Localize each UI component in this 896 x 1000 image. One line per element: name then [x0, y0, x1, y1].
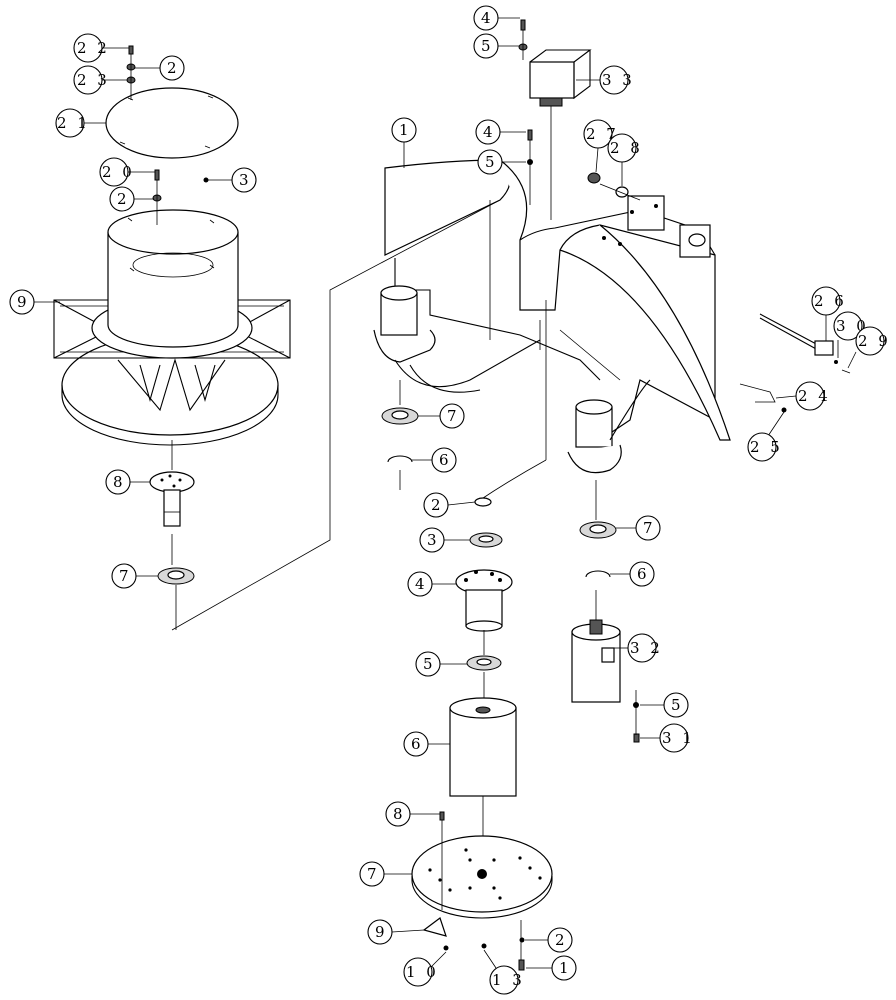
left-bearing-part [157, 567, 195, 630]
callout-label: 2 [555, 931, 568, 949]
callout-label: 5 [481, 37, 494, 55]
callout-32: 3 2 [614, 633, 663, 663]
callout-4-top: 4 [473, 5, 520, 31]
callout-label: 2 6 [814, 292, 847, 310]
callout-label: 4 [481, 9, 494, 27]
callout-4-center: 4 [407, 571, 456, 597]
cover-lid-part [105, 45, 239, 159]
callout-2-center: 2 [423, 492, 476, 518]
callout-8-disc: 8 [385, 801, 440, 827]
callout-label: 2 [167, 59, 180, 77]
callout-7-right: 7 [616, 515, 661, 541]
callout-5-mid: 5 [477, 149, 526, 175]
callout-28: 2 8 [607, 133, 643, 186]
callout-label: 2 3 [77, 71, 110, 89]
callout-label: 1 3 [492, 971, 525, 989]
callout-label: 2 5 [750, 438, 783, 456]
callout-25: 2 5 [747, 411, 785, 462]
callout-label: 5 [671, 696, 684, 714]
callout-5-top: 5 [473, 33, 519, 59]
callout-7-left: 7 [111, 563, 158, 589]
callout-2-top: 2 [135, 55, 185, 81]
callout-label: 8 [113, 473, 126, 491]
callout-label: 3 0 [836, 317, 869, 335]
right-bearing-parts [381, 407, 617, 578]
shaft-flange-part [149, 440, 195, 565]
callout-5-center: 5 [415, 651, 467, 677]
mount-bolt-part [527, 129, 641, 205]
hopper-bin-part [53, 169, 291, 446]
callout-13: 1 3 [483, 949, 525, 995]
callout-9-vane: 9 [367, 919, 425, 945]
callout-10: 1 0 [403, 951, 447, 987]
callout-1-housing: 1 [391, 117, 417, 168]
callout-label: 2 [431, 496, 444, 514]
callout-33: 3 3 [576, 65, 635, 95]
callout-label: 1 [399, 121, 412, 139]
callout-label: 2 2 [77, 39, 110, 57]
callout-label: 4 [415, 575, 428, 593]
callout-6-center: 6 [403, 731, 450, 757]
callout-20: 2 0 [99, 157, 155, 187]
spinner-motor-part [571, 590, 640, 743]
callout-label: 7 [367, 865, 380, 883]
callout-label: 7 [119, 567, 132, 585]
callout-label: 6 [637, 565, 650, 583]
callout-label: 5 [485, 153, 498, 171]
callout-22: 2 2 [73, 33, 129, 63]
callout-8-shaft: 8 [105, 469, 150, 495]
callout-5-motor: 5 [640, 692, 689, 718]
callout-label: 2 0 [102, 163, 135, 181]
callout-label: 1 [559, 959, 572, 977]
callout-label: 9 [375, 923, 388, 941]
callout-label: 3 1 [662, 729, 695, 747]
callout-4-mid: 4 [475, 119, 526, 145]
leader-line-left [171, 199, 501, 631]
callout-24: 2 4 [775, 381, 831, 411]
callout-label: 6 [439, 451, 452, 469]
adjust-rod-part [739, 313, 851, 413]
callout-label: 2 9 [858, 332, 891, 350]
callout-label: 7 [643, 519, 656, 537]
callout-7-upper: 7 [418, 403, 465, 429]
callout-27: 2 7 [583, 119, 619, 173]
callout-label: 2 1 [57, 114, 90, 132]
callout-3-center: 3 [419, 527, 470, 553]
callout-label: 1 0 [406, 963, 439, 981]
callout-26: 2 6 [811, 286, 847, 341]
callout-6-right: 6 [610, 561, 655, 587]
callout-label: 4 [483, 123, 496, 141]
callout-label: 5 [423, 655, 436, 673]
callout-3-hopper: 3 [208, 167, 257, 193]
callout-1-bottom: 1 [526, 955, 577, 981]
callout-7-disc: 7 [359, 861, 412, 887]
callout-30: 3 0 [833, 311, 869, 358]
callout-9-hopper: 9 [9, 289, 60, 315]
callout-label: 9 [17, 293, 30, 311]
callout-label: 3 2 [630, 639, 663, 657]
callout-label: 6 [411, 735, 424, 753]
callout-label: 8 [393, 805, 406, 823]
callout-label: 3 [239, 171, 252, 189]
callout-label: 7 [447, 407, 460, 425]
callout-2-bottom: 2 [525, 927, 573, 953]
callout-2-hopper: 2 [109, 186, 154, 212]
callout-29: 2 9 [847, 326, 891, 369]
callout-23: 2 3 [73, 65, 127, 95]
callout-label: 2 [117, 190, 130, 208]
chute-housing-part [373, 159, 731, 520]
callout-21: 2 1 [55, 108, 106, 138]
callout-6-upper: 6 [412, 447, 457, 473]
callout-label: 3 [427, 531, 440, 549]
callout-label: 2 8 [610, 139, 643, 157]
gearbox-stack-part [411, 497, 553, 971]
motor-top-part [518, 19, 592, 220]
callout-label: 2 4 [798, 387, 831, 405]
callout-label: 3 3 [602, 71, 635, 89]
callout-31: 3 1 [640, 723, 695, 753]
callout-label: 2 7 [586, 125, 619, 143]
